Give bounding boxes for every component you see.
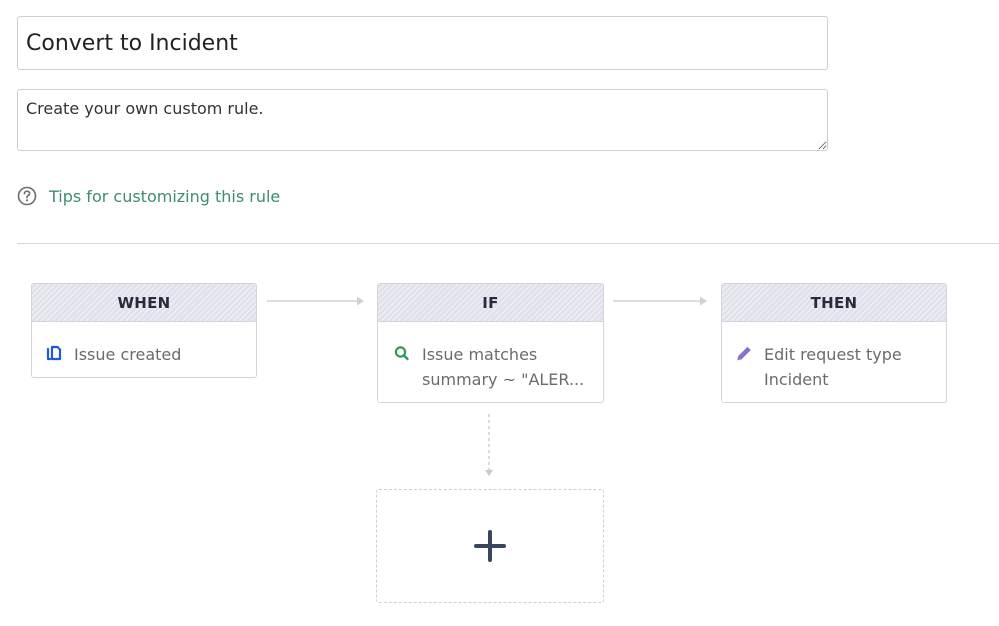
section-divider (17, 243, 999, 244)
rule-description-textarea[interactable]: Create your own custom rule. (17, 89, 828, 151)
issue-created-icon (46, 345, 62, 361)
plus-icon (474, 530, 506, 562)
question-circle-icon (17, 186, 37, 206)
if-text-line1: Issue matches (422, 345, 538, 364)
connector-arrow-down (482, 414, 496, 478)
trigger-node-when[interactable]: WHEN Issue created (31, 283, 257, 378)
connector-arrow-if-then (613, 295, 710, 307)
then-text-line1: Edit request type (764, 345, 902, 364)
when-body: Issue created (32, 322, 256, 367)
tips-link-label: Tips for customizing this rule (49, 186, 281, 206)
if-body: Issue matches summary ~ "ALER... (378, 322, 603, 392)
when-header: WHEN (32, 284, 256, 322)
if-text-line2: summary ~ "ALER... (422, 370, 585, 389)
if-text: Issue matches summary ~ "ALER... (422, 342, 584, 392)
add-component-button[interactable] (376, 489, 604, 603)
action-node-then[interactable]: THEN Edit request type Incident (721, 283, 947, 403)
rule-name-input[interactable] (17, 16, 828, 70)
then-body: Edit request type Incident (722, 322, 946, 392)
pencil-icon (737, 346, 751, 361)
when-text: Issue created (74, 345, 182, 364)
if-header: IF (378, 284, 603, 322)
connector-arrow-when-if (267, 295, 367, 307)
then-text: Edit request type Incident (764, 342, 902, 392)
then-text-line2: Incident (764, 370, 829, 389)
condition-node-if[interactable]: IF Issue matches summary ~ "ALER... (377, 283, 604, 403)
search-icon (394, 346, 409, 361)
tips-link[interactable]: Tips for customizing this rule (17, 184, 280, 208)
then-header: THEN (722, 284, 946, 322)
